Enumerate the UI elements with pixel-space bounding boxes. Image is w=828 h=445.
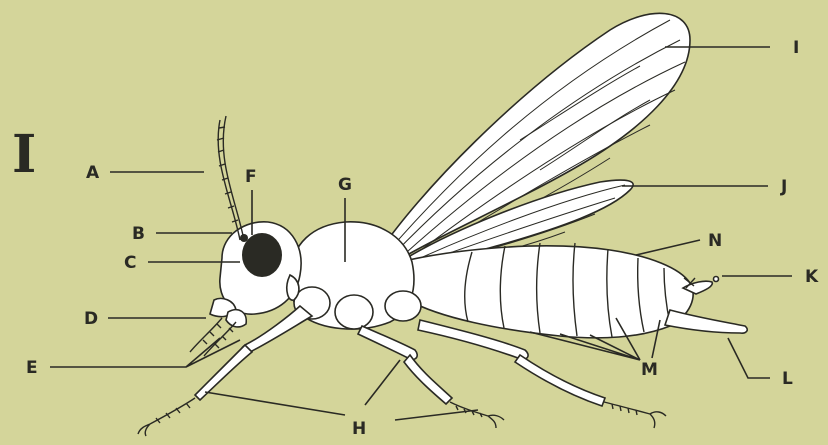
label-n: N [708, 231, 722, 251]
label-i: I [793, 38, 799, 58]
label-l: L [782, 369, 793, 389]
label-h: H [352, 419, 366, 439]
antenna [217, 116, 244, 240]
label-g: G [338, 175, 352, 195]
label-a: A [86, 163, 100, 183]
fore-leg [138, 306, 312, 436]
label-k: K [805, 267, 819, 287]
label-m: M [641, 360, 658, 380]
label-d: D [84, 309, 98, 329]
abdomen [400, 243, 747, 338]
figure-number: I [12, 124, 36, 185]
label-c: C [124, 253, 136, 273]
head [210, 222, 301, 327]
label-b: B [132, 224, 145, 244]
label-f: F [245, 167, 257, 187]
label-j: J [780, 177, 787, 197]
label-e: E [26, 358, 38, 378]
